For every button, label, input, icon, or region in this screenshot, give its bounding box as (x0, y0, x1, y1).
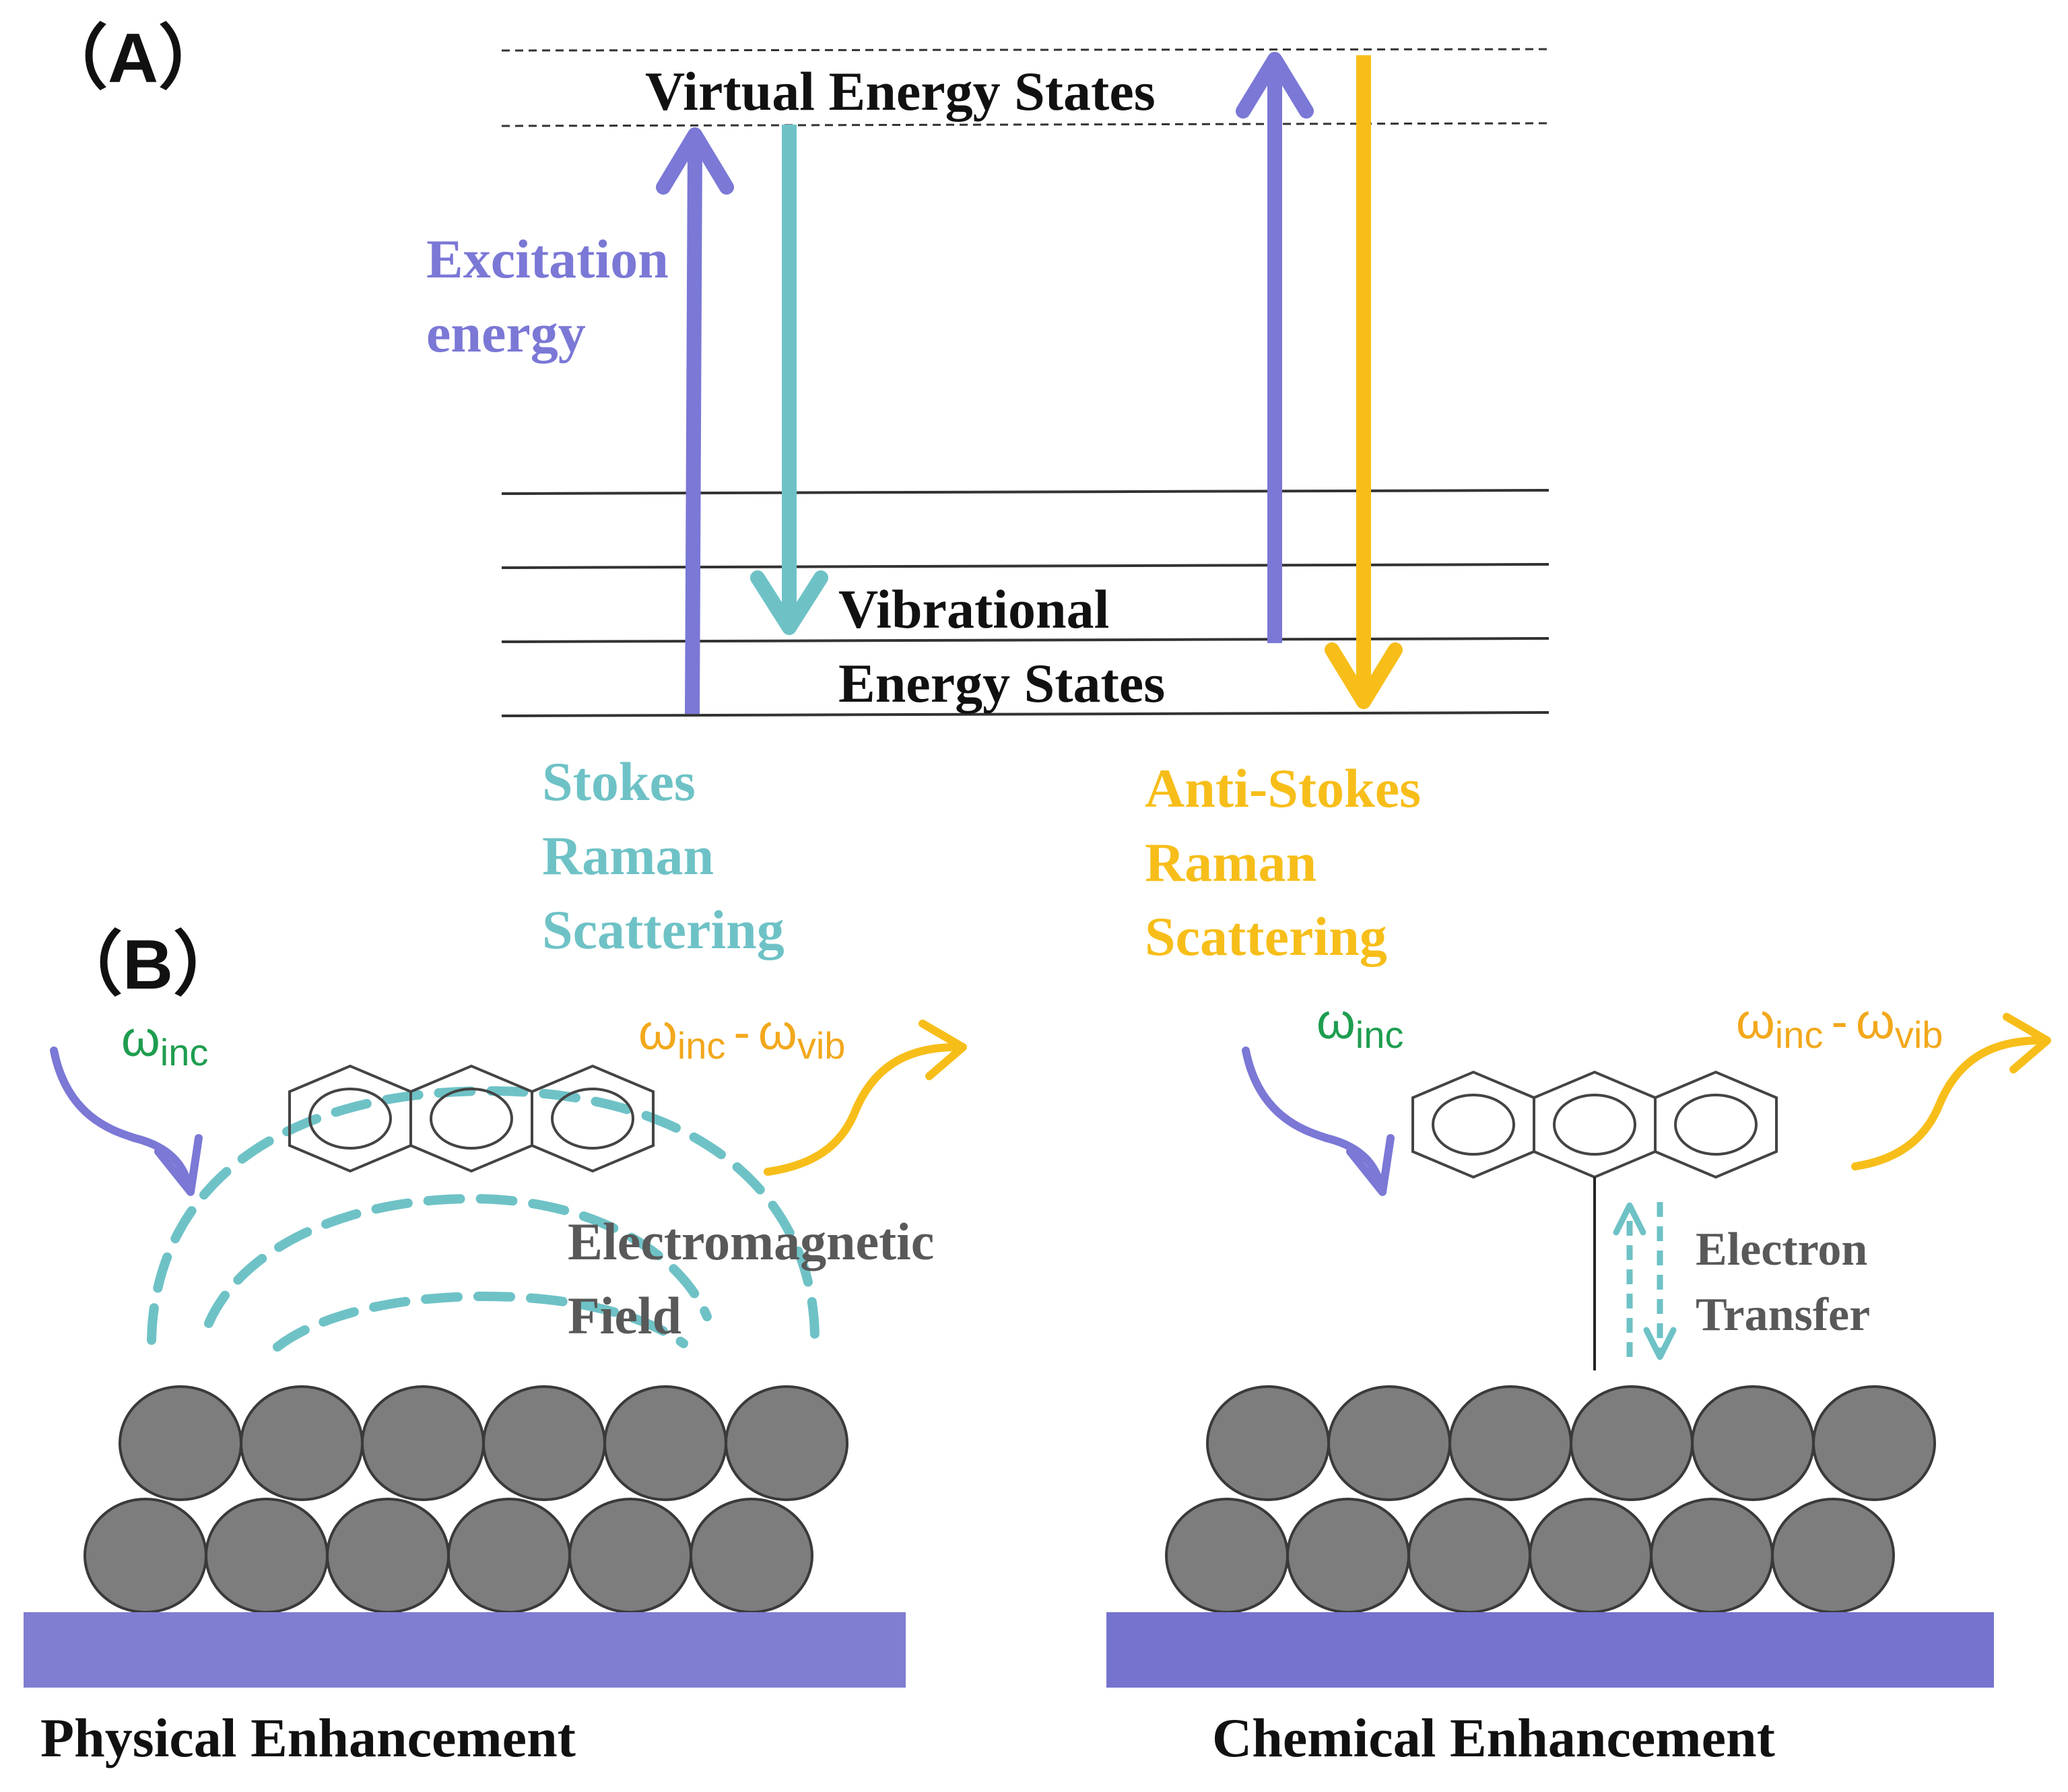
omega-scattered-label-right: ωinc-ωvib (1736, 993, 1943, 1056)
anti-stokes-label-line2: Raman (1145, 832, 1316, 893)
vibrational-states-label-line2: Energy States (838, 653, 1165, 714)
vibrational-level-1 (501, 489, 1549, 495)
stokes-arrow-head (750, 570, 828, 635)
vibrational-level-4 (501, 711, 1549, 717)
scattered-light-arrowhead-right (2003, 1013, 2051, 1073)
em-field-arc-middle (204, 1193, 712, 1328)
incident-light-arrowhead-right (1346, 1134, 1395, 1196)
vibrational-level-2 (501, 563, 1549, 569)
panel-b-label: （B） (53, 926, 243, 1004)
excitation-arrow-head (656, 127, 734, 195)
excitation-arrow-shaft (685, 144, 702, 715)
anti-stokes-excitation-arrow-head (1236, 52, 1314, 119)
em-field-label-line1: Electromagnetic (568, 1212, 934, 1271)
em-field-arc-inner (273, 1291, 688, 1352)
stokes-label-line2: Raman (542, 825, 714, 886)
stokes-label-line3: Scattering (542, 899, 785, 960)
substrate-right (1106, 1612, 1994, 1688)
substrate-left (24, 1612, 906, 1688)
virtual-state-line-lower (501, 122, 1549, 127)
excitation-label-line2: energy (426, 302, 586, 364)
anthracene-molecule-left (288, 1064, 655, 1173)
virtual-states-label: Virtual Energy States (645, 61, 1156, 122)
incident-light-arrow-right (1242, 1047, 1385, 1189)
electron-transfer-arrowhead-down (1643, 1327, 1677, 1360)
omega-inc-label-right: ωinc (1316, 993, 1403, 1056)
nanoparticle-layer-right (1165, 1385, 1936, 1614)
anti-stokes-label-line3: Scattering (1145, 906, 1387, 967)
stokes-label-line1: Stokes (542, 751, 696, 812)
electron-transfer-arrowhead-up (1613, 1202, 1646, 1236)
scattered-light-arrow-right (1851, 1036, 2044, 1170)
scattered-light-arrowhead-left (919, 1020, 967, 1080)
panel-a: （A） Virtual Energy States Vibrational En… (38, 20, 1549, 967)
physical-enhancement-caption: Physical Enhancement (40, 1707, 576, 1768)
panel-b: （B） ωinc ωinc-ωvib (24, 926, 2051, 1768)
panel-a-label: （A） (38, 20, 228, 98)
scattered-light-arrow-left (764, 1043, 960, 1176)
incident-light-arrowhead-left (154, 1134, 203, 1196)
electron-transfer-label-line2: Transfer (1696, 1289, 1870, 1341)
em-field-label-line2: Field (568, 1286, 681, 1345)
nanoparticle-layer-left (84, 1385, 848, 1614)
vibrational-states-label-line1: Vibrational (838, 578, 1109, 640)
virtual-state-line-upper (501, 48, 1549, 52)
vibrational-level-3 (501, 637, 1549, 643)
physical-enhancement-scheme: ωinc ωinc-ωvib Electromagnetic (24, 1004, 967, 1768)
anti-stokes-arrow-head (1325, 642, 1403, 709)
chemical-enhancement-caption: Chemical Enhancement (1212, 1707, 1775, 1768)
omega-inc-label-left: ωinc (121, 1011, 208, 1073)
excitation-label-line1: Excitation (426, 228, 669, 290)
electron-transfer-label-line1: Electron (1696, 1224, 1867, 1275)
incident-light-arrow-left (50, 1047, 193, 1189)
omega-scattered-label-left: ωinc-ωvib (638, 1004, 845, 1067)
anti-stokes-label-line1: Anti-Stokes (1145, 758, 1421, 819)
chemical-enhancement-scheme: ωinc ωinc-ωvib Electron (1106, 993, 2051, 1768)
anthracene-molecule-right (1411, 1070, 1778, 1179)
